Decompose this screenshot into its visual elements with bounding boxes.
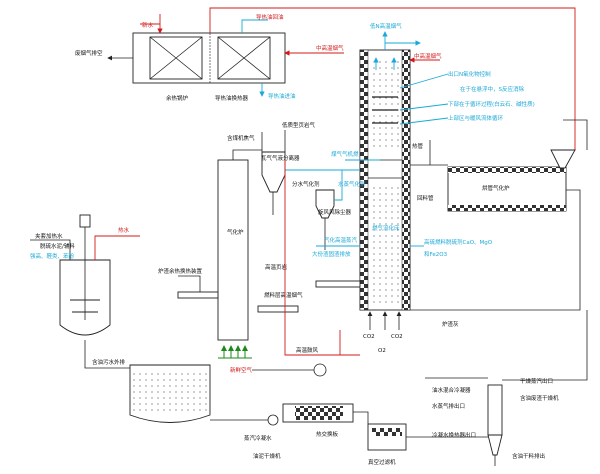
flue-gas-fan-label: 高温鼓风	[296, 346, 319, 354]
raw-material-label: 脱硫水泥/辅料	[40, 242, 75, 250]
oil-separator-label: 分水气化剂	[292, 180, 320, 188]
waste-heat-boiler-label: 余热锅炉	[166, 94, 189, 102]
bottom-dryers	[267, 403, 407, 451]
drying-steam-label: 干燥蒸汽出口	[520, 377, 553, 385]
steam-heat-label: 热水	[118, 226, 130, 234]
gasifier-gas-label: 煤气气机燃	[331, 150, 359, 158]
vacuum-filter-label: 真空过滤机	[368, 458, 396, 466]
mid-temp-flue-gas-right-label: 中高温烟气	[414, 52, 442, 60]
co2-a-label: CO2	[363, 334, 375, 340]
inferior-oil-shale-gas-label: 低质型页岩气	[282, 121, 316, 129]
cao-mgo-desulfurizer-label: 高硫燃料脱硫剂CaO、MgO	[424, 238, 493, 246]
gas-liquid-separator-label: 瓦气气液分离器	[261, 154, 300, 162]
steam-condensate-label: 蒸汽冷凝水	[244, 434, 272, 442]
dryer-device-label: 烘管气化炉	[482, 184, 510, 192]
fe2o3-label: 和Fe2O3	[424, 250, 448, 258]
heat-exchange-plate-label: 热交换板	[316, 430, 339, 438]
oily-water-discharge-label: 含油污水外排	[92, 358, 126, 366]
rotary-kiln-label: 高温页岩	[265, 263, 288, 271]
condenser	[487, 384, 503, 456]
return-line-label: 回料管	[417, 194, 434, 202]
jacket-water-label: 夹套加热水	[35, 232, 63, 240]
fresh-water-label: 新水	[142, 21, 154, 29]
heat-pipe-tube-label: 热管	[412, 142, 424, 150]
reaction-notes: 出口N氧化物控制 在于在悬浮中，S反应消除 下部在于循环过程(白云石、碱性质) …	[399, 70, 535, 125]
semi-coke-label: 燃料层高温烟气	[264, 291, 303, 299]
heat-oil-return-label: 导热油回油	[256, 13, 284, 21]
flue-gas-exhaust-label: 废烟气排空	[75, 49, 103, 57]
high-temp-solid-label: 大份渣固渣排放	[312, 250, 351, 258]
fuel-ash-label: 炉渣灰	[442, 320, 459, 328]
screw-conveyors	[177, 275, 361, 313]
oily-wastewater-label: 强高、醛类、苯酚	[30, 252, 75, 260]
heat-oil-inlet-label: 导热油进油	[268, 92, 296, 100]
oil-water-cond-label: 油水混合冷凝器	[432, 386, 471, 394]
mid-temp-flue-gas-left-label: 中高温烟气	[316, 44, 344, 52]
air-inlets	[218, 345, 252, 359]
outlet-nox-control-note: 出口N氧化物控制	[448, 70, 491, 78]
mixed-semi-coke-gas-label: 含煤机焦气	[227, 134, 255, 142]
lower-fluid-zone-note: 下部在于循环过程(白云石、碱性质)	[448, 100, 535, 108]
co2-b-label: CO2	[391, 334, 403, 340]
reactor	[59, 214, 111, 336]
o2-label: O2	[378, 348, 386, 354]
dry-discharge-label: 含油干料排出	[512, 452, 545, 460]
gasification-steam-label: 气化高温蒸汽	[324, 236, 358, 244]
oil-dryer-label: 油泥干燥机	[253, 452, 281, 460]
upper-recirc-note: 上部区与暖风流体循环	[448, 114, 504, 122]
low-nox-gas-label: 低N高温烟气	[370, 22, 402, 30]
cyclone-steam-label: 水蒸气化剂	[338, 180, 366, 188]
combustion-column	[359, 49, 411, 311]
heat-recovery-unit	[132, 32, 286, 84]
water-vapor-exit-label: 水蒸气排出口	[432, 402, 465, 410]
preheater-label: 炉渣余热换热装置	[158, 267, 203, 275]
cold-air-label: 新鲜空气	[230, 366, 253, 374]
dryer-device	[447, 149, 576, 212]
heat-oil-exchanger-label: 导热油换热器	[215, 94, 249, 102]
upper-suspension-note: 在于在悬浮中，S反应消除	[460, 85, 524, 93]
storage-tank	[129, 364, 211, 423]
condensate-out-label: 冷凝水换热器出口	[432, 431, 476, 439]
blower-fan	[313, 363, 327, 377]
gasifier-label: 气化炉	[227, 228, 244, 236]
waste-dryer-label: 含油废渣干燥机	[520, 394, 559, 402]
gas-distributor-label: 燃气流化床	[372, 224, 400, 232]
cyclone-dust-label: 旋风风除尘器	[318, 208, 352, 216]
